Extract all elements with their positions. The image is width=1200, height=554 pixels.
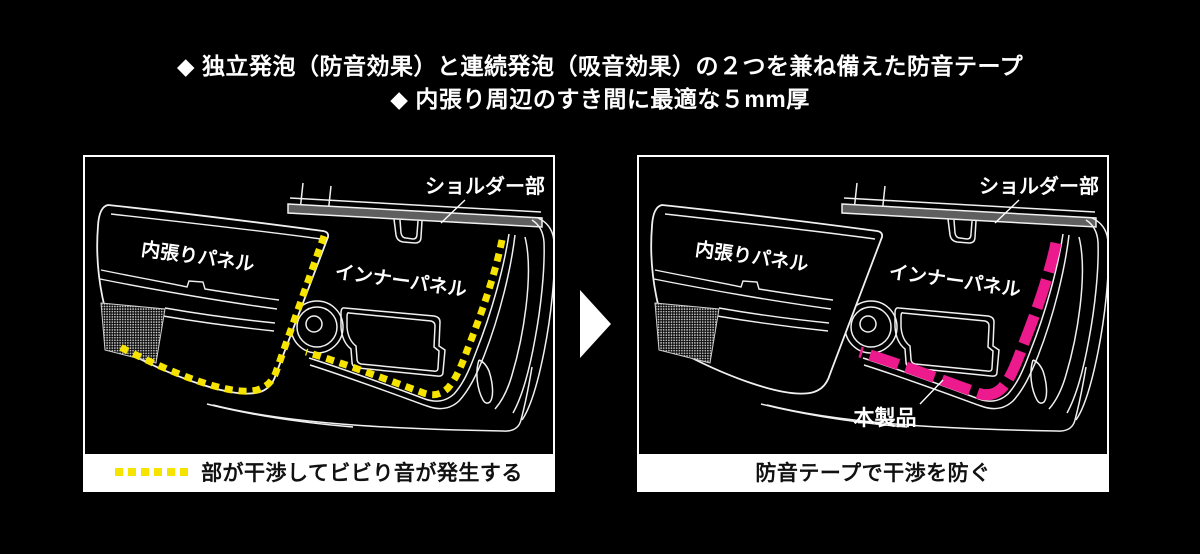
interference-dashed-lines bbox=[116, 234, 506, 399]
pocket-line bbox=[162, 315, 275, 332]
armrest-line bbox=[100, 269, 280, 301]
header-line-2: ◆ 内張り周辺のすき間に最適な５mm厚 bbox=[390, 86, 810, 112]
product-label: 本製品 bbox=[854, 406, 917, 430]
inner-panel-linework bbox=[760, 182, 1110, 432]
armrest-line bbox=[654, 269, 834, 301]
trim-panel-linework bbox=[96, 204, 330, 395]
speaker-grille bbox=[100, 302, 166, 364]
door-bottom-skin bbox=[766, 366, 1087, 432]
shoulder-label: ショルダー部 bbox=[979, 174, 1099, 198]
door-crease bbox=[494, 236, 530, 410]
trim-top-inner-line bbox=[110, 213, 322, 240]
inner-edge-dash bbox=[305, 239, 506, 399]
service-hole-inner bbox=[900, 312, 994, 372]
inner-panel-edge bbox=[308, 233, 510, 402]
handle-recess bbox=[476, 359, 494, 404]
door-edge-fold bbox=[512, 219, 545, 414]
shoulder-strip bbox=[287, 203, 543, 228]
trim-top-inner-line bbox=[664, 213, 876, 240]
door-diagram: ショルダー部 内張りパネル インナーパネル bbox=[96, 174, 556, 432]
pocket-line bbox=[716, 315, 829, 332]
shoulder-label-group: ショルダー部 bbox=[979, 174, 1099, 224]
shoulder-notch-inner bbox=[399, 219, 419, 240]
soundproof-tape-line bbox=[858, 241, 1062, 401]
door-top-line bbox=[843, 197, 1096, 213]
shoulder-strip bbox=[841, 203, 1097, 228]
speaker-icon bbox=[296, 306, 338, 348]
inner-panel-edge bbox=[309, 234, 516, 410]
armrest-line bbox=[653, 278, 832, 310]
door-bottom-skin bbox=[206, 403, 354, 428]
panel-after: 本製品 ショルダー部 内張りパネル インナーパネル 防音テープで干渉を防ぐ bbox=[637, 155, 1110, 492]
caption-before-text: 部が干渉してビビり音が発生する bbox=[201, 462, 523, 485]
door-diagram: 本製品 ショルダー部 内張りパネル インナーパネル bbox=[650, 174, 1110, 432]
door-top-line bbox=[289, 197, 542, 213]
speaker-icon bbox=[850, 306, 892, 348]
armrest-line bbox=[99, 278, 278, 310]
speaker-icon bbox=[305, 315, 323, 333]
door-bottom-skin bbox=[760, 403, 908, 428]
caption-after: 防音テープで干渉を防ぐ bbox=[639, 454, 1107, 490]
transition-arrow-icon bbox=[580, 290, 611, 358]
inner-panel-label: インナーパネル bbox=[334, 261, 469, 301]
panel-before: ショルダー部 内張りパネル インナーパネル 部が干渉してビビり音が発生する bbox=[83, 155, 556, 492]
speaker-grille bbox=[654, 302, 720, 364]
caption-before: 部が干渉してビビり音が発生する bbox=[85, 454, 553, 490]
yellow-dash-swatch-icon bbox=[115, 468, 190, 476]
inner-panel-edge bbox=[863, 234, 1070, 410]
shoulder-label: ショルダー部 bbox=[425, 174, 545, 198]
speaker-icon bbox=[859, 315, 877, 333]
inner-panel-label: インナーパネル bbox=[888, 261, 1023, 301]
door-diagram-before: ショルダー部 内張りパネル インナーパネル bbox=[85, 157, 556, 454]
shoulder-label-group: ショルダー部 bbox=[425, 174, 545, 224]
shoulder-notch bbox=[393, 218, 423, 244]
product-label-group: 本製品 bbox=[854, 379, 944, 430]
door-edge-outer bbox=[521, 217, 556, 421]
pocket-line bbox=[164, 307, 276, 324]
inner-panel-linework bbox=[206, 182, 556, 432]
door-diagram-after: 本製品 ショルダー部 内張りパネル インナーパネル bbox=[639, 157, 1110, 454]
door-crease bbox=[1048, 236, 1084, 410]
header-text: ◆ 独立発泡（防音効果）と連続発泡（吸音効果）の２つを兼ね備えた防音テープ ◆ … bbox=[0, 50, 1200, 116]
door-bottom-skin bbox=[212, 366, 533, 432]
shoulder-notch-inner bbox=[953, 219, 973, 240]
service-hole-inner bbox=[346, 312, 440, 372]
door-edge-outer bbox=[1075, 217, 1110, 421]
handle-recess bbox=[1030, 359, 1048, 404]
trim-panel-linework bbox=[650, 204, 884, 395]
header-line-1: ◆ 独立発泡（防音効果）と連続発泡（吸音効果）の２つを兼ね備えた防音テープ bbox=[176, 53, 1024, 79]
caption-after-text: 防音テープで干渉を防ぐ bbox=[755, 462, 991, 485]
door-edge-fold bbox=[1066, 219, 1099, 414]
pocket-line bbox=[718, 307, 830, 324]
shoulder-notch bbox=[947, 218, 977, 244]
